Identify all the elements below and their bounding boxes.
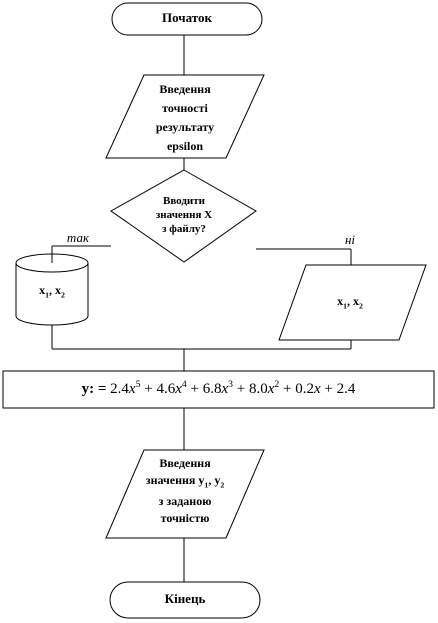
formula-var: x xyxy=(221,381,229,397)
input-values-block xyxy=(105,449,265,539)
var-x2: x xyxy=(353,294,359,308)
formula-coef: 8.0 xyxy=(248,381,268,397)
var-x1-sub: 1 xyxy=(45,290,49,300)
input-precision-block xyxy=(105,74,265,159)
end-terminator xyxy=(109,581,261,619)
manual-vars-label: x1, x2 xyxy=(300,294,400,310)
input-precision-text: Введення точності результату epsilon xyxy=(120,80,250,156)
input-values-pre: значення y xyxy=(145,473,205,487)
formula-text: y: = 2.4x5 + 4.6x4 + 6.8x3 + 8.0x2 + 0.2… xyxy=(3,379,434,398)
var-x1: x xyxy=(337,294,344,308)
input-values-line: Введення xyxy=(159,456,211,470)
separator: , xyxy=(347,294,353,308)
formula-power: 5 xyxy=(135,379,141,390)
formula-var: x xyxy=(313,381,321,397)
formula-coef: 0.2 xyxy=(295,381,314,397)
file-cylinder xyxy=(15,263,89,326)
file-cylinder-top xyxy=(15,253,89,273)
var-x1: x xyxy=(39,283,46,297)
decision-text: Вводити значення X з файлу? xyxy=(134,194,234,236)
input-precision-line: точності xyxy=(162,101,208,115)
manual-input-block xyxy=(278,264,427,341)
formula-lhs: y: = xyxy=(81,381,107,397)
start-label: Початок xyxy=(162,10,212,25)
decision-diamond xyxy=(110,169,257,263)
branch-yes-label: так xyxy=(66,230,90,245)
input-values-line: точністю xyxy=(160,511,210,526)
var-x2-sub: 2 xyxy=(359,301,363,311)
formula-operator: + xyxy=(233,381,249,397)
formula-operator: + xyxy=(186,381,203,397)
y2-sub: 2 xyxy=(220,480,225,490)
formula-coef: 2.4 xyxy=(110,381,129,397)
var-x1-sub: 1 xyxy=(343,301,347,311)
var-x2: x xyxy=(55,283,61,297)
input-values-line: з заданою xyxy=(158,494,212,509)
separator: , xyxy=(49,283,55,297)
input-values-line: значення y1, y2 xyxy=(120,472,250,493)
input-values-text: Введення значення y1, y2 з заданою точні… xyxy=(120,455,250,527)
var-x2-sub: 2 xyxy=(61,290,65,300)
formula-operator: + xyxy=(320,381,337,397)
input-precision-line: результату xyxy=(155,120,215,134)
end-label: Кінець xyxy=(164,591,206,606)
formula-process-block xyxy=(2,370,435,409)
formula-power: 4 xyxy=(181,379,187,390)
formula-power: 3 xyxy=(228,379,233,390)
decision-line: Вводити xyxy=(162,195,206,207)
decision-line: з файлу? xyxy=(162,223,206,235)
y1-sub: 1 xyxy=(204,480,209,490)
branch-no-label: ні xyxy=(344,232,356,247)
formula-var: x xyxy=(267,381,275,397)
input-precision-line: Введення xyxy=(159,82,211,96)
input-values-mid: , y xyxy=(208,473,221,487)
formula-operator: + xyxy=(279,381,296,397)
decision-line: значення X xyxy=(155,209,213,221)
formula-var: x xyxy=(128,381,136,397)
input-precision-line: epsilon xyxy=(166,139,203,153)
formula-operator: + xyxy=(140,381,157,397)
start-terminator xyxy=(111,2,263,36)
formula-coef: 2.4 xyxy=(336,381,356,397)
file-vars-label: x1, x2 xyxy=(16,283,88,299)
formula-var: x xyxy=(175,381,182,397)
formula-power: 2 xyxy=(274,379,280,390)
formula-coef: 6.8 xyxy=(202,381,222,397)
formula-coef: 4.6 xyxy=(156,381,176,397)
